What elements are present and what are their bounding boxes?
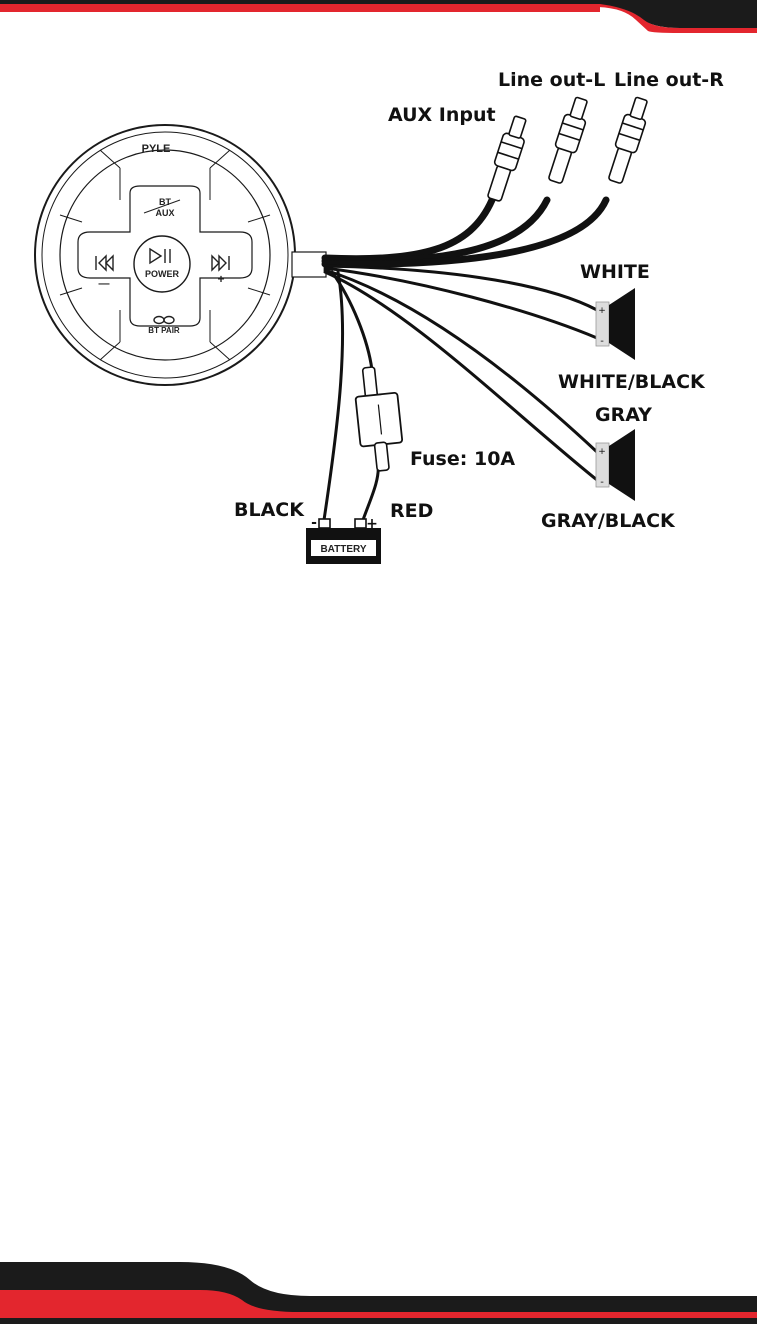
volume-up-glyph: + [217,272,224,286]
top-band [0,0,757,33]
battery-label: BATTERY [320,544,366,555]
speaker-1: + - [596,288,635,360]
controller: PYLE BT AUX POWER — [35,125,295,385]
bottom-band [0,1262,757,1324]
power-button[interactable]: POWER [134,236,190,292]
bt-pair-label: BT PAIR [148,326,180,335]
line-out-l-label: Line out-L [498,69,605,91]
line-out-l-connector-tip [570,97,588,120]
line-out-r-connector [604,95,652,185]
gray-label: GRAY [595,404,652,426]
line-out-r-label: Line out-R [614,69,724,91]
volume-down-glyph: — [99,278,110,290]
speaker-2-cone [609,429,635,501]
speaker-2: + - [596,429,635,501]
white-label: WHITE [580,261,650,283]
aux-connector [483,114,530,203]
fuse-holder [353,365,406,473]
speaker-1-cone [609,288,635,360]
speaker-1-plus: + [598,306,606,316]
power-label: POWER [145,269,180,279]
speaker-2-minus: - [600,477,604,488]
top-band-red-stripe [0,7,600,12]
speaker-2-plus: + [598,447,606,457]
fuse-body [355,393,402,447]
white-black-label: WHITE/BLACK [558,371,706,393]
line-out-l-connector-boot [548,147,572,184]
wires [324,200,606,520]
power-button-ring [134,236,190,292]
rca-connectors [483,95,652,202]
fuse-label: Fuse: 10A [410,448,515,470]
black-label: BLACK [234,499,305,521]
aux-connector-tip [509,116,527,139]
harness-collar [292,252,326,277]
bottom-band-edge [0,1318,757,1324]
white-black-wire [325,268,597,338]
line-out-r-connector-boot [608,147,632,184]
gray-black-label: GRAY/BLACK [541,510,676,532]
line-out-r-connector-tip [630,97,648,120]
battery: - + BATTERY [306,515,381,564]
battery-positive-terminal [355,519,366,528]
fuse-cap-top [362,367,377,398]
red-label: RED [390,500,433,522]
line-out-l-connector [544,95,592,185]
aux-connector-boot [487,165,511,202]
red-wire-lower [363,464,378,520]
battery-negative-terminal [319,519,330,528]
aux-input-label: AUX Input [388,104,496,126]
fuse-cap-bottom [374,442,389,471]
black-wire [324,272,343,520]
brand-logo: PYLE [142,143,171,155]
bt-aux-label-top: BT [159,197,171,207]
speaker-1-minus: - [600,336,604,347]
bt-aux-label-bottom: AUX [155,208,174,218]
